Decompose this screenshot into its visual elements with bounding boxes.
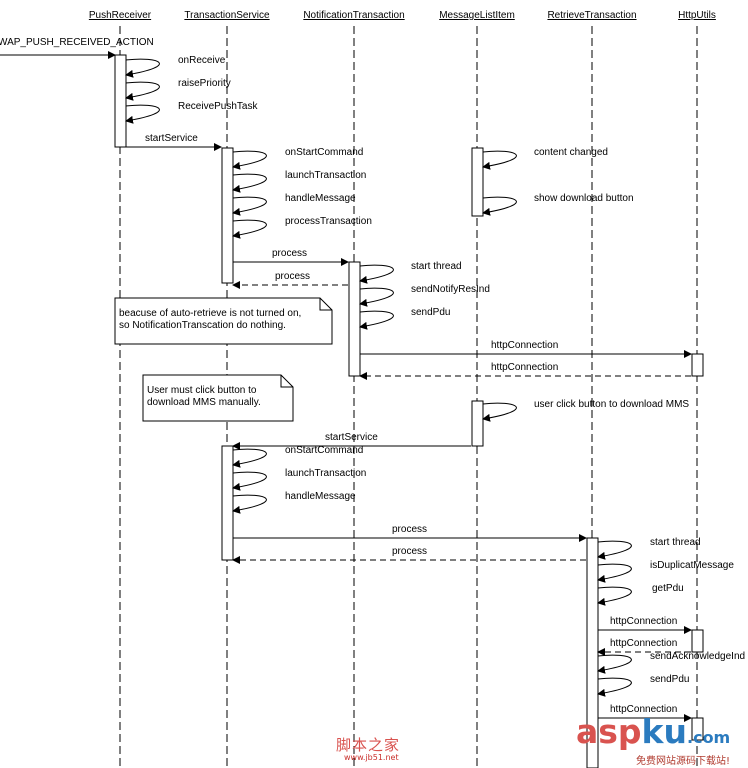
self-message-raise_priority bbox=[125, 81, 160, 101]
watermark-aspku-logo: aspku.com bbox=[576, 712, 731, 751]
self-message-send_notify_res_ind bbox=[359, 287, 394, 307]
message-label-http_connection: httpConnection bbox=[491, 340, 558, 351]
message-label-send_pdu: sendPdu bbox=[411, 307, 450, 318]
message-label-on_start_command: onStartCommand bbox=[285, 147, 363, 158]
self-message-handle_message bbox=[232, 494, 267, 514]
self-message-send_acknowledge_ind bbox=[597, 654, 632, 674]
note-box bbox=[114, 297, 333, 345]
self-message-process_transaction bbox=[232, 219, 267, 239]
activation-bar bbox=[221, 445, 234, 561]
activation-bar bbox=[471, 147, 484, 217]
message-label-start_service: startService bbox=[325, 432, 378, 443]
message-label-show_download_button: show download button bbox=[534, 193, 634, 204]
message-label-send_pdu: sendPdu bbox=[650, 674, 689, 685]
self-message-is_duplicat_message bbox=[597, 563, 632, 583]
lifeline-header-httputils: HttpUtils bbox=[678, 10, 716, 21]
self-message-show_download_button bbox=[482, 196, 517, 216]
note-box bbox=[142, 374, 294, 422]
watermark-jb51-url: www.jb51.net bbox=[344, 753, 399, 762]
note-line: so NotificationTranscation do nothing. bbox=[119, 320, 286, 331]
lifeline-header-messagelistitem: MessageListItem bbox=[439, 10, 515, 21]
self-message-send_pdu bbox=[597, 677, 632, 697]
message-label-process: process bbox=[272, 248, 307, 259]
message-label-http_connection: httpConnection bbox=[610, 704, 677, 715]
message-label-on_start_command: onStartCommand bbox=[285, 445, 363, 456]
note-line: download MMS manually. bbox=[147, 397, 261, 408]
message-label-http_connection: httpConnection bbox=[610, 638, 677, 649]
activation-bar bbox=[691, 717, 704, 741]
activation-bar bbox=[221, 147, 234, 284]
activation-bar bbox=[114, 54, 127, 148]
activation-bar bbox=[691, 353, 704, 377]
self-message-handle_message bbox=[232, 196, 267, 216]
message-label-start_thread: start thread bbox=[411, 261, 462, 272]
self-message-on_start_command bbox=[232, 150, 267, 170]
watermark-jb51-text: 脚本之家 bbox=[336, 736, 401, 754]
message-label-raise_priority: raisePriority bbox=[178, 78, 231, 89]
note-fold bbox=[280, 375, 293, 388]
message-label-wap-push: WAP_PUSH_RECEIVED_ACTION bbox=[0, 37, 154, 48]
self-message-content_changed bbox=[482, 150, 517, 170]
self-message-on_receive bbox=[125, 58, 160, 78]
message-label-receive_push_task: ReceivePushTask bbox=[178, 101, 258, 112]
activation-bar bbox=[348, 261, 361, 377]
message-label-launch_transaction: launchTransaction bbox=[285, 170, 366, 181]
note-fold bbox=[319, 298, 332, 311]
activation-bar bbox=[471, 400, 484, 447]
message-label-user_click: user click button to download MMS bbox=[534, 399, 689, 410]
message-label-get_pdu: getPdu bbox=[652, 583, 684, 594]
message-label-handle_message: handleMessage bbox=[285, 193, 356, 204]
message-label-launch_transaction: launchTransaction bbox=[285, 468, 366, 479]
lifeline-header-notificationtransaction: NotificationTransaction bbox=[303, 10, 404, 21]
lifeline-header-retrievetransaction: RetrieveTransaction bbox=[547, 10, 636, 21]
message-label-start_thread: start thread bbox=[650, 537, 701, 548]
lifeline-header-pushreceiver: PushReceiver bbox=[89, 10, 152, 21]
note-line: beacuse of auto-retrieve is not turned o… bbox=[119, 308, 301, 319]
self-message-send_pdu bbox=[359, 310, 394, 330]
message-label-process_transaction: processTransaction bbox=[285, 216, 372, 227]
message-label-content_changed: content changed bbox=[534, 147, 608, 158]
self-message-start_thread bbox=[359, 264, 394, 284]
self-message-start_thread bbox=[597, 540, 632, 560]
watermark-aspku-slogan: 免费网站源码下载站! bbox=[636, 756, 731, 767]
message-label-handle_message: handleMessage bbox=[285, 491, 356, 502]
message-label-send_notify_res_ind: sendNotifyResInd bbox=[411, 284, 490, 295]
self-message-user_click bbox=[482, 402, 517, 422]
self-message-launch_transaction bbox=[232, 173, 267, 193]
self-message-get_pdu bbox=[597, 586, 632, 606]
message-label-http_connection: httpConnection bbox=[491, 362, 558, 373]
message-label-start_service: startService bbox=[145, 133, 198, 144]
message-label-on_receive: onReceive bbox=[178, 55, 226, 66]
message-label-is_duplicat_message: isDuplicatMessage bbox=[650, 560, 734, 571]
self-message-launch_transaction bbox=[232, 471, 267, 491]
note-auto-retrieve: beacuse of auto-retrieve is not turned o… bbox=[114, 297, 333, 345]
note-line: User must click button to bbox=[147, 385, 257, 396]
lifeline-header-transactionservice: TransactionService bbox=[184, 10, 270, 21]
message-label-process: process bbox=[275, 271, 310, 282]
self-message-receive_push_task bbox=[125, 104, 160, 124]
self-message-on_start_command bbox=[232, 448, 267, 468]
message-label-http_connection: httpConnection bbox=[610, 616, 677, 627]
message-label-process: process bbox=[392, 524, 427, 535]
message-label-send_acknowledge_ind: sendAcknowledgeInd bbox=[650, 651, 745, 662]
message-label-process: process bbox=[392, 546, 427, 557]
activation-bar bbox=[691, 629, 704, 653]
